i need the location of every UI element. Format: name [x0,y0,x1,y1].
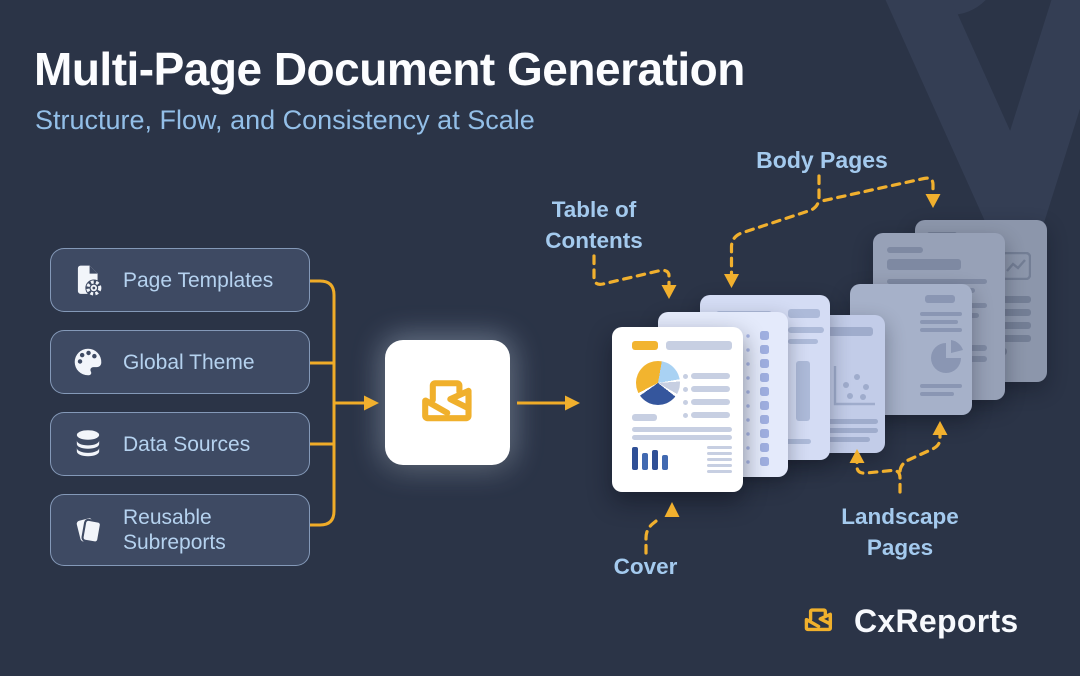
palette-icon [74,348,102,376]
input-box-data-sources: Data Sources [50,412,310,476]
scatter-glyph [833,366,875,406]
input-label: Page Templates [123,268,274,292]
input-label: Data Sources [123,432,251,456]
cxreports-logo-icon [421,379,472,421]
line-chart-glyph [1001,252,1031,280]
input-box-page-templates: Page Templates [50,248,310,312]
page-template-icon [77,265,103,297]
input-box-reusable-subreports: Reusable Subreports [50,494,310,566]
label-landscape-pages: Landscape Pages [841,504,959,560]
database-icon [76,430,100,457]
label-cover: Cover [613,554,678,579]
input-label: Global Theme [123,350,255,374]
cxreports-logo-icon [804,608,833,632]
brand-lockup: CxReports [798,600,1019,642]
label-table-of-contents: Table of Contents [545,197,643,253]
input-box-global-theme: Global Theme [50,330,310,394]
label-body-pages: Body Pages [756,147,888,173]
pie-glyph [931,340,963,373]
brand-watermark [885,0,1080,245]
document-page-cover [612,327,743,492]
brand-name: CxReports [854,602,1019,639]
input-label: Reusable Subreports [123,506,226,554]
page-subtitle: Structure, Flow, and Consistency at Scal… [35,105,535,135]
cover-bar-chart [632,447,638,470]
subreports-icon [76,518,102,544]
cxreports-engine-node [385,340,510,465]
page-title: Multi-Page Document Generation [34,43,745,95]
cover-pie-chart [636,361,680,405]
